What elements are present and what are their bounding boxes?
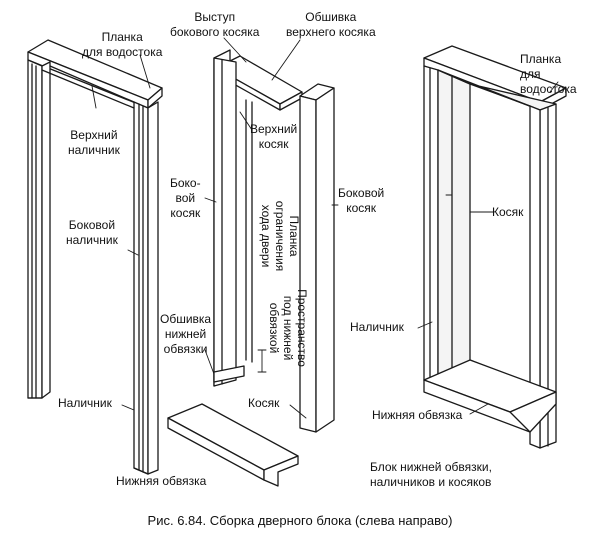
- label-right-side-jamb: Боковой косяк: [338, 186, 385, 215]
- figure-caption: Рис. 6.84. Сборка дверного блока (слева …: [147, 513, 453, 528]
- label-sill-lining: Обшивка нижней обвязки: [160, 312, 212, 356]
- label-left-drip-cap: Планка для водостока: [82, 30, 163, 59]
- label-space-under-sill: Пространство под нижней обвязкой: [267, 289, 309, 367]
- label-right-sill: Нижняя обвязка: [372, 408, 463, 422]
- label-head-jamb: Верхний косяк: [250, 122, 298, 151]
- label-left-top-casing: Верхний наличник: [68, 128, 120, 157]
- right-assembled-frame: [417, 45, 567, 449]
- label-middle-jamb: Косяк: [248, 396, 280, 410]
- label-right-assembly: Блок нижней обвязки, наличников и косяко…: [370, 460, 492, 489]
- middle-exploded-frame: [167, 37, 339, 487]
- label-middle-side-jamb: Боко- вой косяк: [170, 176, 201, 220]
- label-head-jamb-lining: Обшивка верхнего косяка: [286, 10, 376, 39]
- label-right-drip-cap: Планка для водостока: [520, 52, 577, 96]
- label-left-casing: Наличник: [58, 396, 112, 410]
- label-right-jamb: Косяк: [492, 205, 524, 219]
- label-right-casing: Наличник: [350, 320, 404, 334]
- left-casing-frame: [27, 39, 163, 475]
- label-left-sill: Нижняя обвязка: [116, 474, 207, 488]
- label-left-side-casing: Боковой наличник: [66, 218, 118, 247]
- label-side-jamb-ledge: Выступ бокового косяка: [170, 10, 260, 39]
